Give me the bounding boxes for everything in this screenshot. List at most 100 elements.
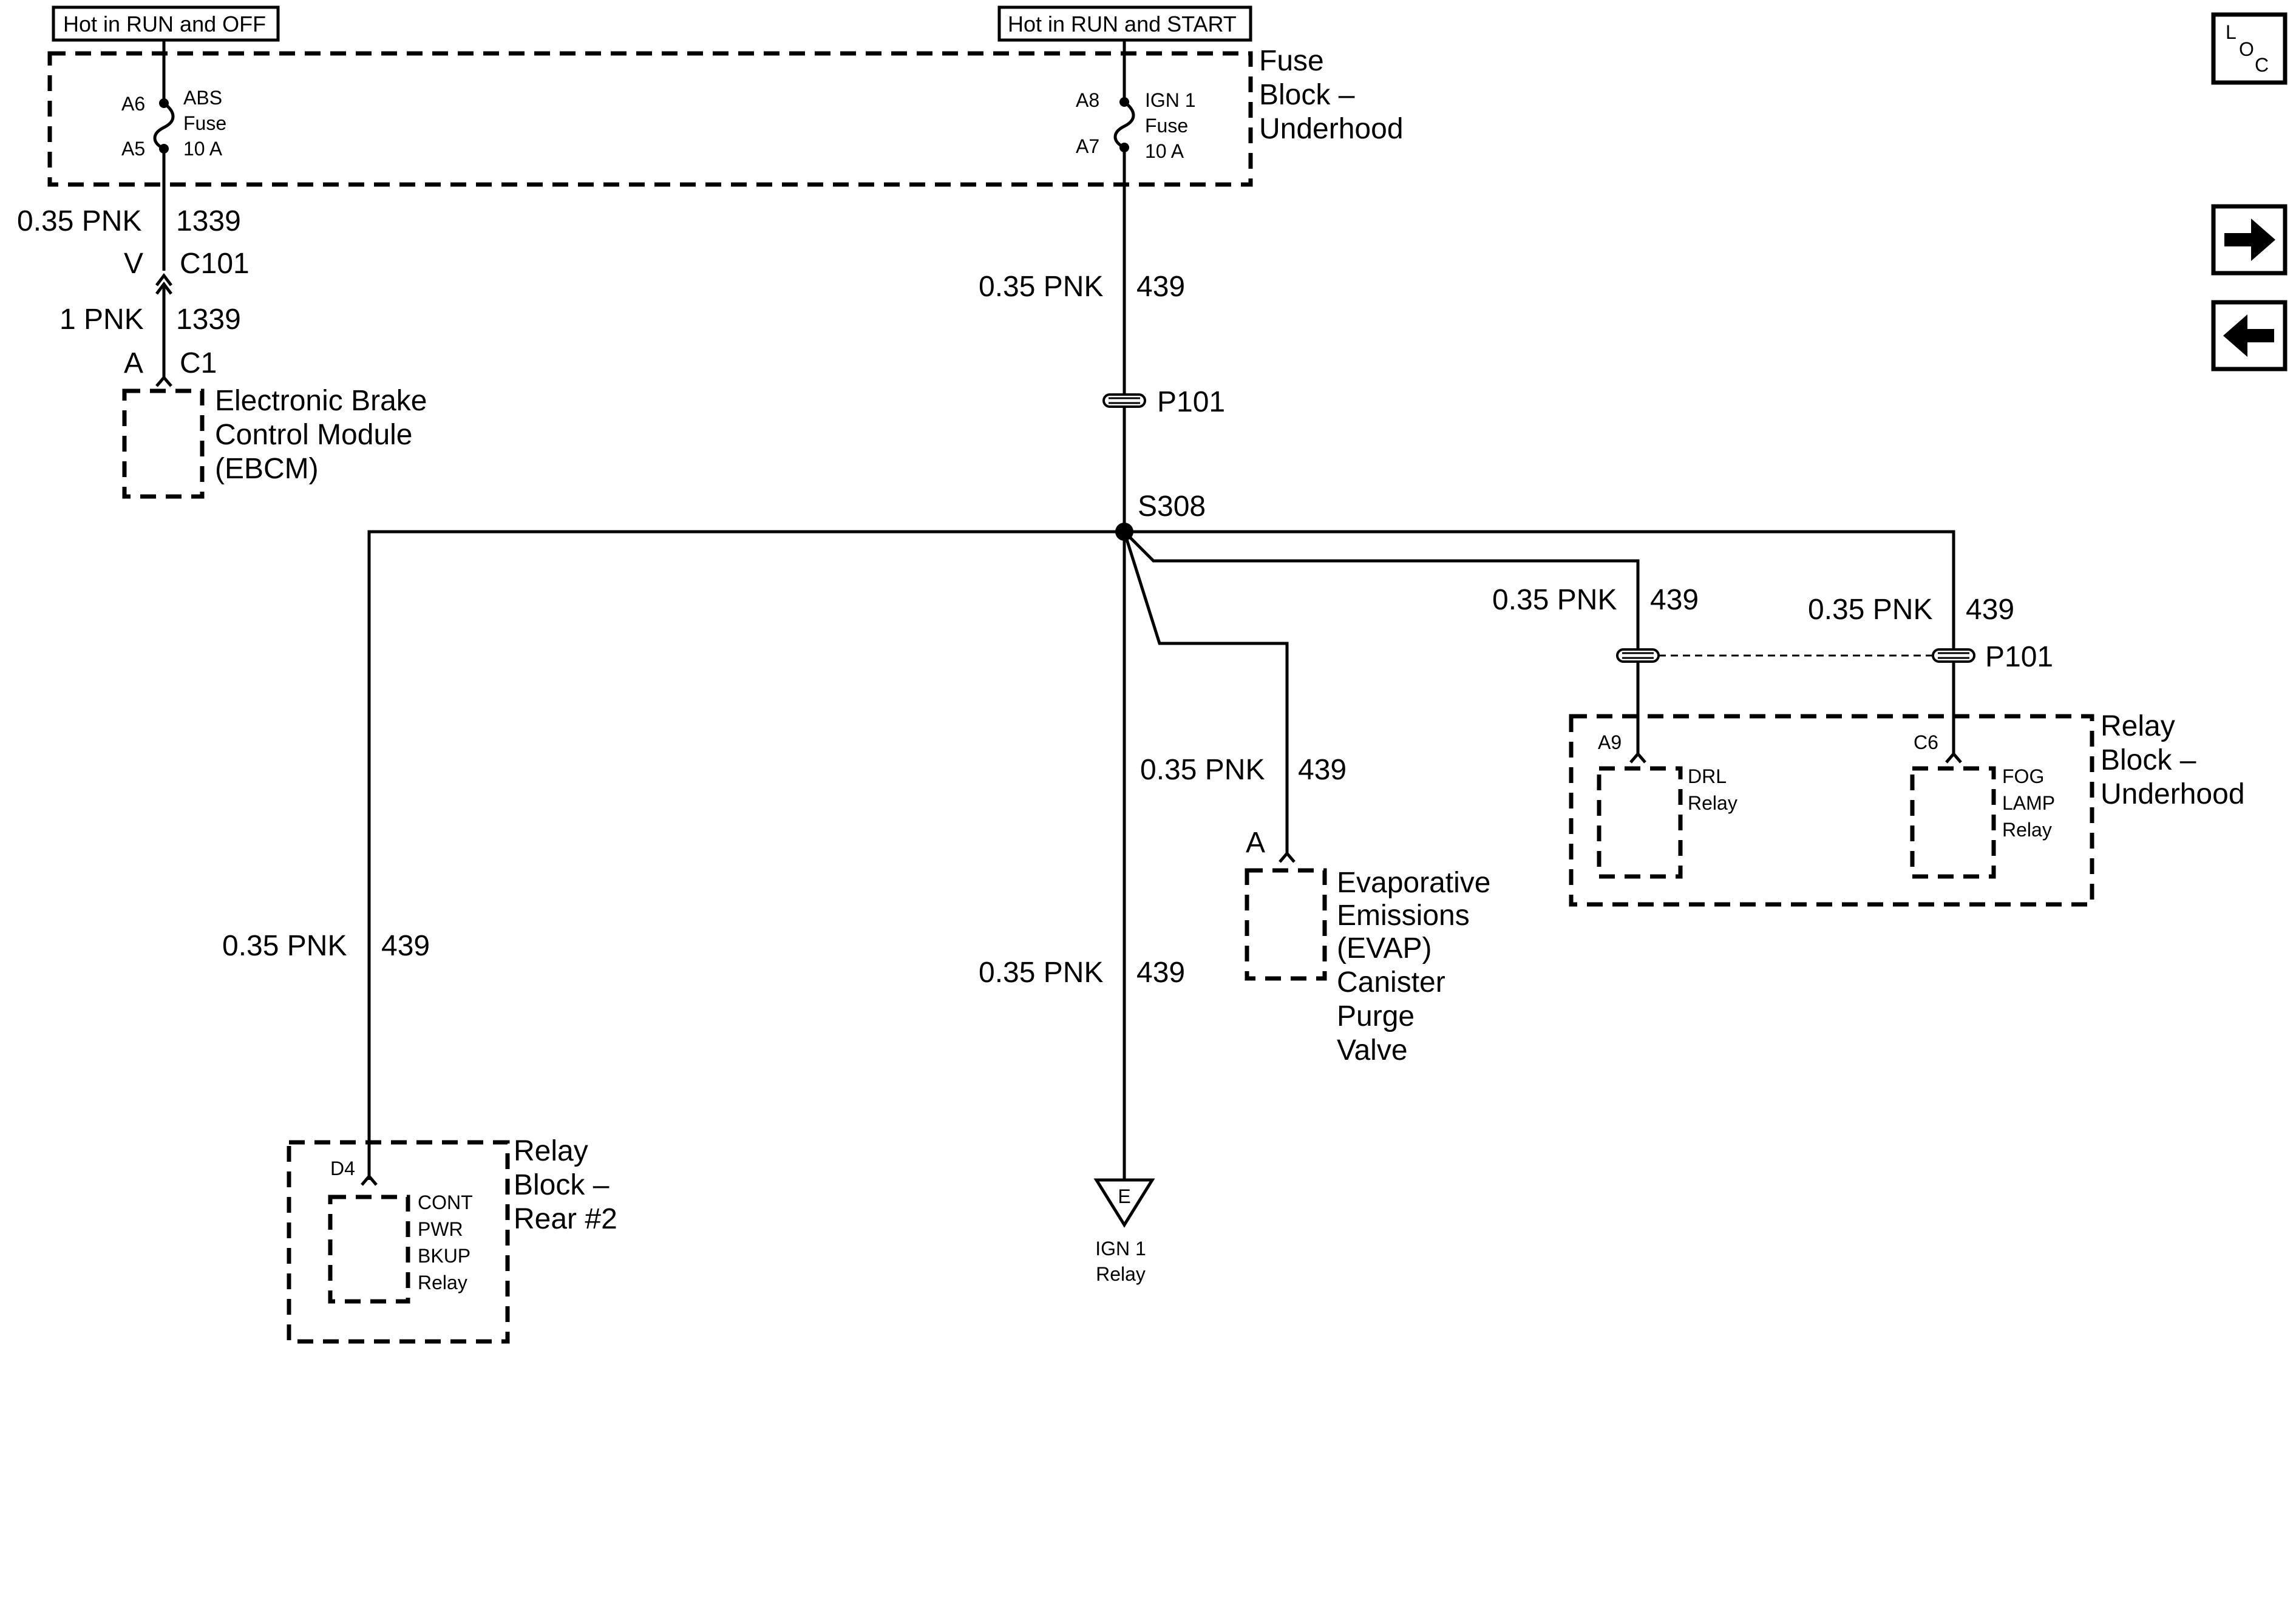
fog-wire-gauge: 0.35 PNK xyxy=(1808,594,1932,626)
ign1-fuse-symbol xyxy=(1113,101,1135,149)
evap-wire-circuit: 439 xyxy=(1298,754,1347,786)
ign1-relay-ground-letter: E xyxy=(1118,1185,1130,1207)
ign-main-wire-gauge: 0.35 PNK xyxy=(979,271,1103,303)
evap-label-2: Emissions xyxy=(1337,900,1470,932)
drl-wire-circuit: 439 xyxy=(1650,584,1699,616)
ebcm-label-2: Control Module xyxy=(215,419,413,451)
ign1-relay-wire-gauge: 0.35 PNK xyxy=(979,957,1103,989)
ign1-relay-inline-connector xyxy=(1093,1178,1155,1228)
cont-pwr-bkup-label-4: Relay xyxy=(418,1272,467,1293)
ign1-relay-wire-circuit: 439 xyxy=(1136,957,1185,989)
abs-fuse-label-2: Fuse xyxy=(183,112,226,134)
c1-connector-symbol xyxy=(155,375,172,387)
fog-p101-label: P101 xyxy=(1985,641,2053,673)
ign1-fuse-pin-in: A8 xyxy=(1076,89,1099,111)
drl-p101-pass-through xyxy=(1616,648,1660,663)
fog-relay-label-3: Relay xyxy=(2002,819,2052,841)
next-page-button[interactable] xyxy=(2211,204,2288,276)
s308-label: S308 xyxy=(1138,490,1206,523)
relay-block-rear-label-3: Rear #2 xyxy=(514,1203,617,1235)
ebcm-connector: C1 xyxy=(180,347,217,379)
relay-block-rear-2-outline xyxy=(287,1140,510,1344)
d4-connector-symbol xyxy=(361,1174,378,1186)
c101-connector-symbol xyxy=(155,273,172,286)
relay-block-underhood-label-1: Relay xyxy=(2101,710,2175,742)
c101-pin: V xyxy=(124,248,143,280)
hot-run-off-box xyxy=(52,5,280,42)
p101-label: P101 xyxy=(1157,386,1225,418)
drl-relay-outline xyxy=(1597,766,1683,879)
fog-relay-label-2: LAMP xyxy=(2002,792,2055,814)
abs-fuse-label-3: 10 A xyxy=(183,138,223,160)
ebcm-label-3: (EBCM) xyxy=(215,453,319,485)
drl-relay-label-2: Relay xyxy=(1688,792,1737,814)
evap-wire xyxy=(1123,531,1289,855)
ebcm-upper-wire-gauge: 0.35 PNK xyxy=(17,205,141,237)
p101-pass-through-symbol xyxy=(1102,393,1146,408)
relay-block-underhood-label-2: Block – xyxy=(2101,744,2196,776)
abs-fuse-pin-in: A6 xyxy=(121,93,145,115)
drl-pin: A9 xyxy=(1598,731,1622,753)
evap-label-6: Valve xyxy=(1337,1034,1408,1066)
drl-wire-gauge: 0.35 PNK xyxy=(1492,584,1617,616)
c101-label: C101 xyxy=(180,248,250,280)
ebcm-module-outline xyxy=(122,388,205,499)
loc-letter-o: O xyxy=(2239,38,2254,60)
evap-label-5: Purge xyxy=(1337,1000,1415,1032)
fuse-block-label-3: Underhood xyxy=(1259,113,1404,145)
drl-relay-label-1: DRL xyxy=(1688,765,1727,787)
fog-wire-circuit: 439 xyxy=(1966,594,2014,626)
loc-button[interactable]: L O C xyxy=(2211,12,2288,85)
a9-connector-symbol xyxy=(1629,751,1646,764)
fog-relay-label-1: FOG xyxy=(2002,765,2044,787)
arrow-right-icon xyxy=(2224,219,2275,261)
ign1-fuse-label-1: IGN 1 xyxy=(1145,89,1196,111)
cont-pwr-bkup-label-3: BKUP xyxy=(418,1245,470,1267)
relay-block-underhood-label-3: Underhood xyxy=(2101,778,2245,810)
rear-relay-wire-circuit: 439 xyxy=(381,930,430,962)
evap-wire-gauge: 0.35 PNK xyxy=(1140,754,1265,786)
ebcm-upper-wire-circuit: 1339 xyxy=(176,205,241,237)
abs-fuse-symbol xyxy=(153,102,175,151)
fuse-block-label-2: Block – xyxy=(1259,79,1355,111)
cont-pwr-bkup-relay-outline xyxy=(328,1195,410,1304)
previous-page-button[interactable] xyxy=(2211,300,2288,371)
hot-run-off-label: Hot in RUN and OFF xyxy=(63,12,266,36)
ign1-relay-label-1: IGN 1 xyxy=(1095,1238,1146,1259)
fuse-block-label-1: Fuse xyxy=(1259,45,1324,77)
evap-label-4: Canister xyxy=(1337,966,1445,998)
c6-connector-symbol xyxy=(1945,751,1962,764)
evap-label-1: Evaporative xyxy=(1337,867,1490,899)
evap-label-3: (EVAP) xyxy=(1337,932,1432,964)
cont-pwr-bkup-label-2: PWR xyxy=(418,1218,463,1240)
evap-connector-symbol xyxy=(1279,851,1296,863)
ebcm-label-1: Electronic Brake xyxy=(215,385,427,417)
ign1-fuse-label-2: Fuse xyxy=(1145,115,1188,137)
evap-valve-outline xyxy=(1245,868,1327,981)
fog-wire xyxy=(1124,530,1955,755)
abs-fuse-label-1: ABS xyxy=(183,87,222,109)
ign1-fuse-label-3: 10 A xyxy=(1145,140,1184,162)
ign-main-wire-circuit: 439 xyxy=(1136,271,1185,303)
fog-p101-pass-through xyxy=(1932,648,1975,663)
ebcm-lower-wire-gauge: 1 PNK xyxy=(59,303,144,336)
ign1-fuse-pin-out: A7 xyxy=(1076,135,1099,157)
fog-pin: C6 xyxy=(1914,731,1938,753)
ign1-relay-label-2: Relay xyxy=(1096,1263,1146,1285)
d4-pin: D4 xyxy=(330,1158,355,1179)
rear-relay-wire-gauge: 0.35 PNK xyxy=(222,930,347,962)
ebcm-lower-wire-circuit: 1339 xyxy=(176,303,241,336)
loc-letter-l: L xyxy=(2226,21,2237,43)
fuse-block-underhood-outline xyxy=(47,51,1253,187)
fog-lamp-relay-outline xyxy=(1910,766,1996,879)
arrow-left-icon xyxy=(2223,314,2274,357)
relay-block-underhood-outline xyxy=(1569,714,2094,907)
cont-pwr-bkup-label-1: CONT xyxy=(418,1192,473,1213)
hot-run-start-label: Hot in RUN and START xyxy=(1008,12,1237,36)
relay-block-rear-label-2: Block – xyxy=(514,1169,610,1201)
abs-fuse-pin-out: A5 xyxy=(121,138,145,160)
relay-block-rear-label-1: Relay xyxy=(514,1135,588,1167)
ebcm-pin: A xyxy=(124,347,143,379)
evap-pin: A xyxy=(1246,827,1265,859)
